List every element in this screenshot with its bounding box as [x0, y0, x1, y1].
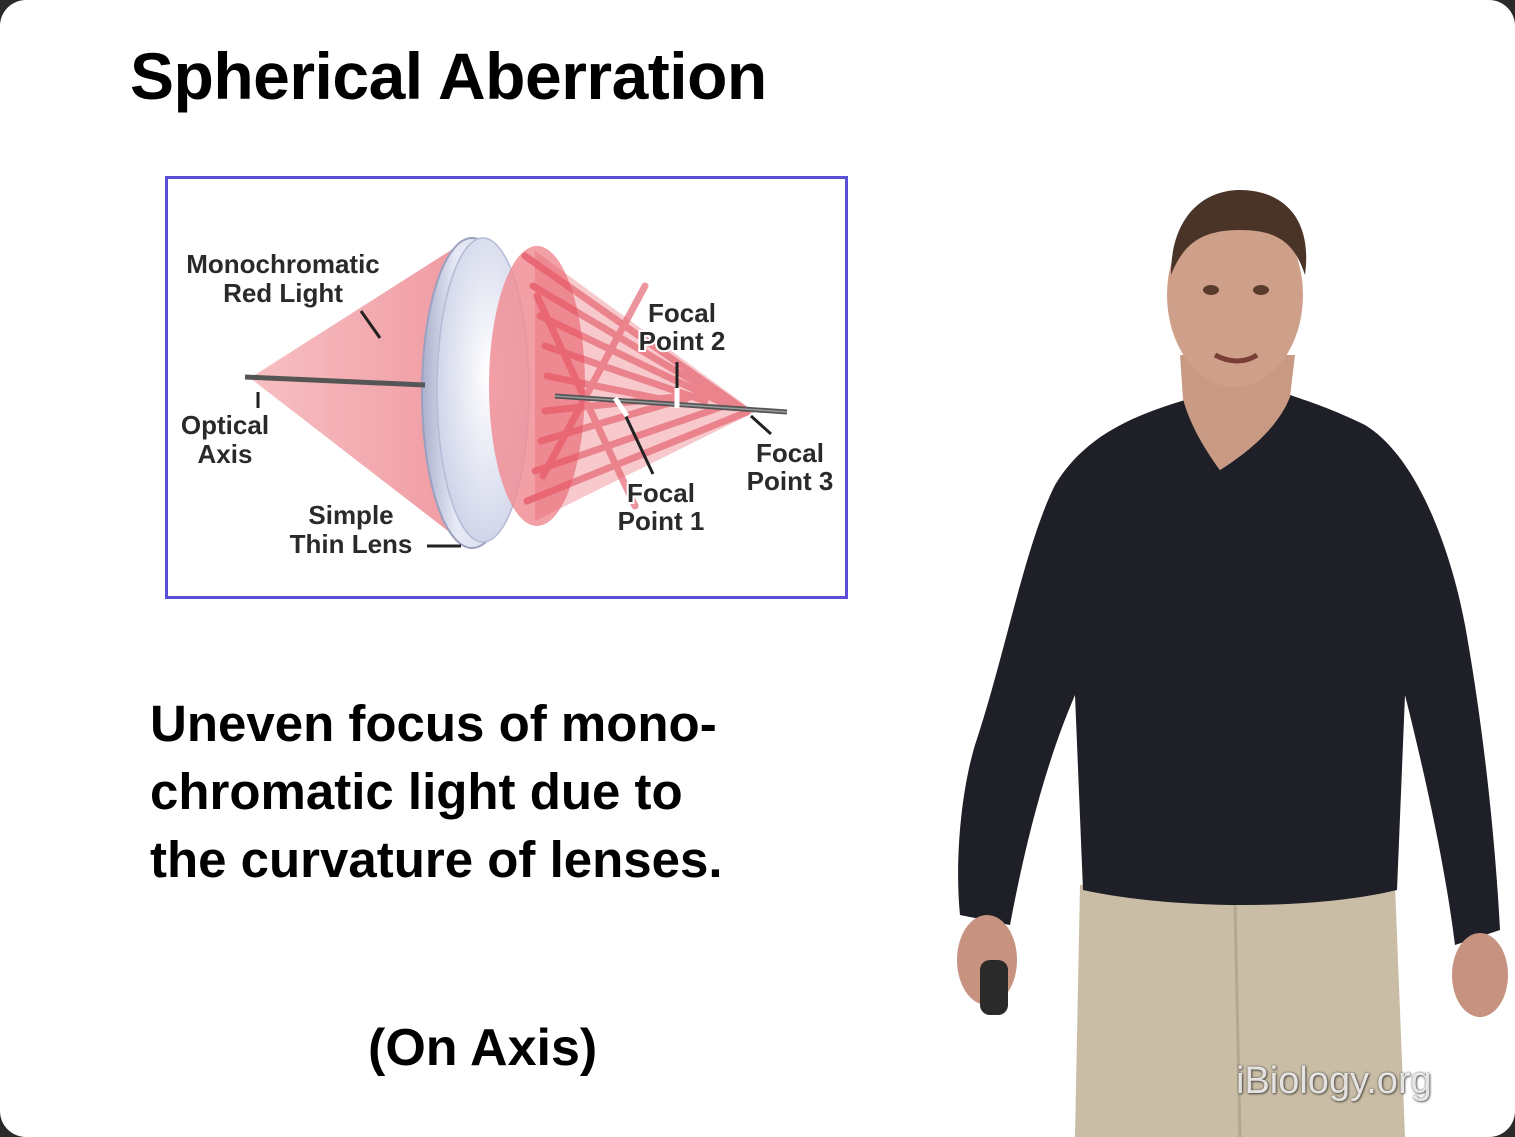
light-leader	[359, 310, 382, 339]
presenter-hair	[1171, 190, 1307, 275]
focal-point-3-marker	[749, 414, 773, 436]
slide-footnote: (On Axis)	[368, 1019, 598, 1077]
presenter-head	[1167, 203, 1303, 387]
label-optical: Optical	[181, 410, 269, 440]
presenter-sweater	[958, 395, 1500, 945]
refracted-light-disc	[489, 246, 585, 526]
label-focal-1: Focal	[627, 478, 695, 508]
label-red-light: Red Light	[223, 278, 343, 308]
slide-title: Spherical Aberration	[130, 39, 767, 113]
label-point-2: Point 2	[639, 326, 726, 356]
label-monochromatic: Monochromatic	[186, 249, 380, 279]
presenter-trousers	[1075, 885, 1405, 1137]
label-focal-3: Focal	[756, 438, 824, 468]
body-line: Uneven focus of mono-	[150, 695, 717, 752]
presenter-right-hand	[1452, 933, 1508, 1017]
label-point-1: Point 1	[618, 506, 705, 536]
body-line: chromatic light due to	[150, 763, 683, 820]
label-focal-2: Focal	[648, 298, 716, 328]
body-line: the curvature of lenses.	[150, 831, 723, 888]
presenter-clicker	[980, 960, 1008, 1015]
optical-axis	[244, 374, 426, 388]
label-thin-lens: Thin Lens	[290, 529, 413, 559]
incoming-light-cone	[250, 238, 470, 548]
focused-light-cone	[535, 251, 755, 521]
label-axis: Axis	[198, 439, 253, 469]
slide-body-text: Uneven focus of mono- chromatic light du…	[150, 690, 870, 894]
spherical-aberration-diagram: Monochromatic Red Light Optical Axis Sim…	[165, 176, 848, 599]
label-simple: Simple	[308, 500, 393, 530]
presenter-neck	[1180, 355, 1295, 470]
presenter-figure	[935, 185, 1515, 1137]
refracted-rays	[521, 252, 751, 510]
label-point-3: Point 3	[747, 466, 834, 496]
ibiology-watermark: iBiology.org	[1236, 1060, 1432, 1102]
